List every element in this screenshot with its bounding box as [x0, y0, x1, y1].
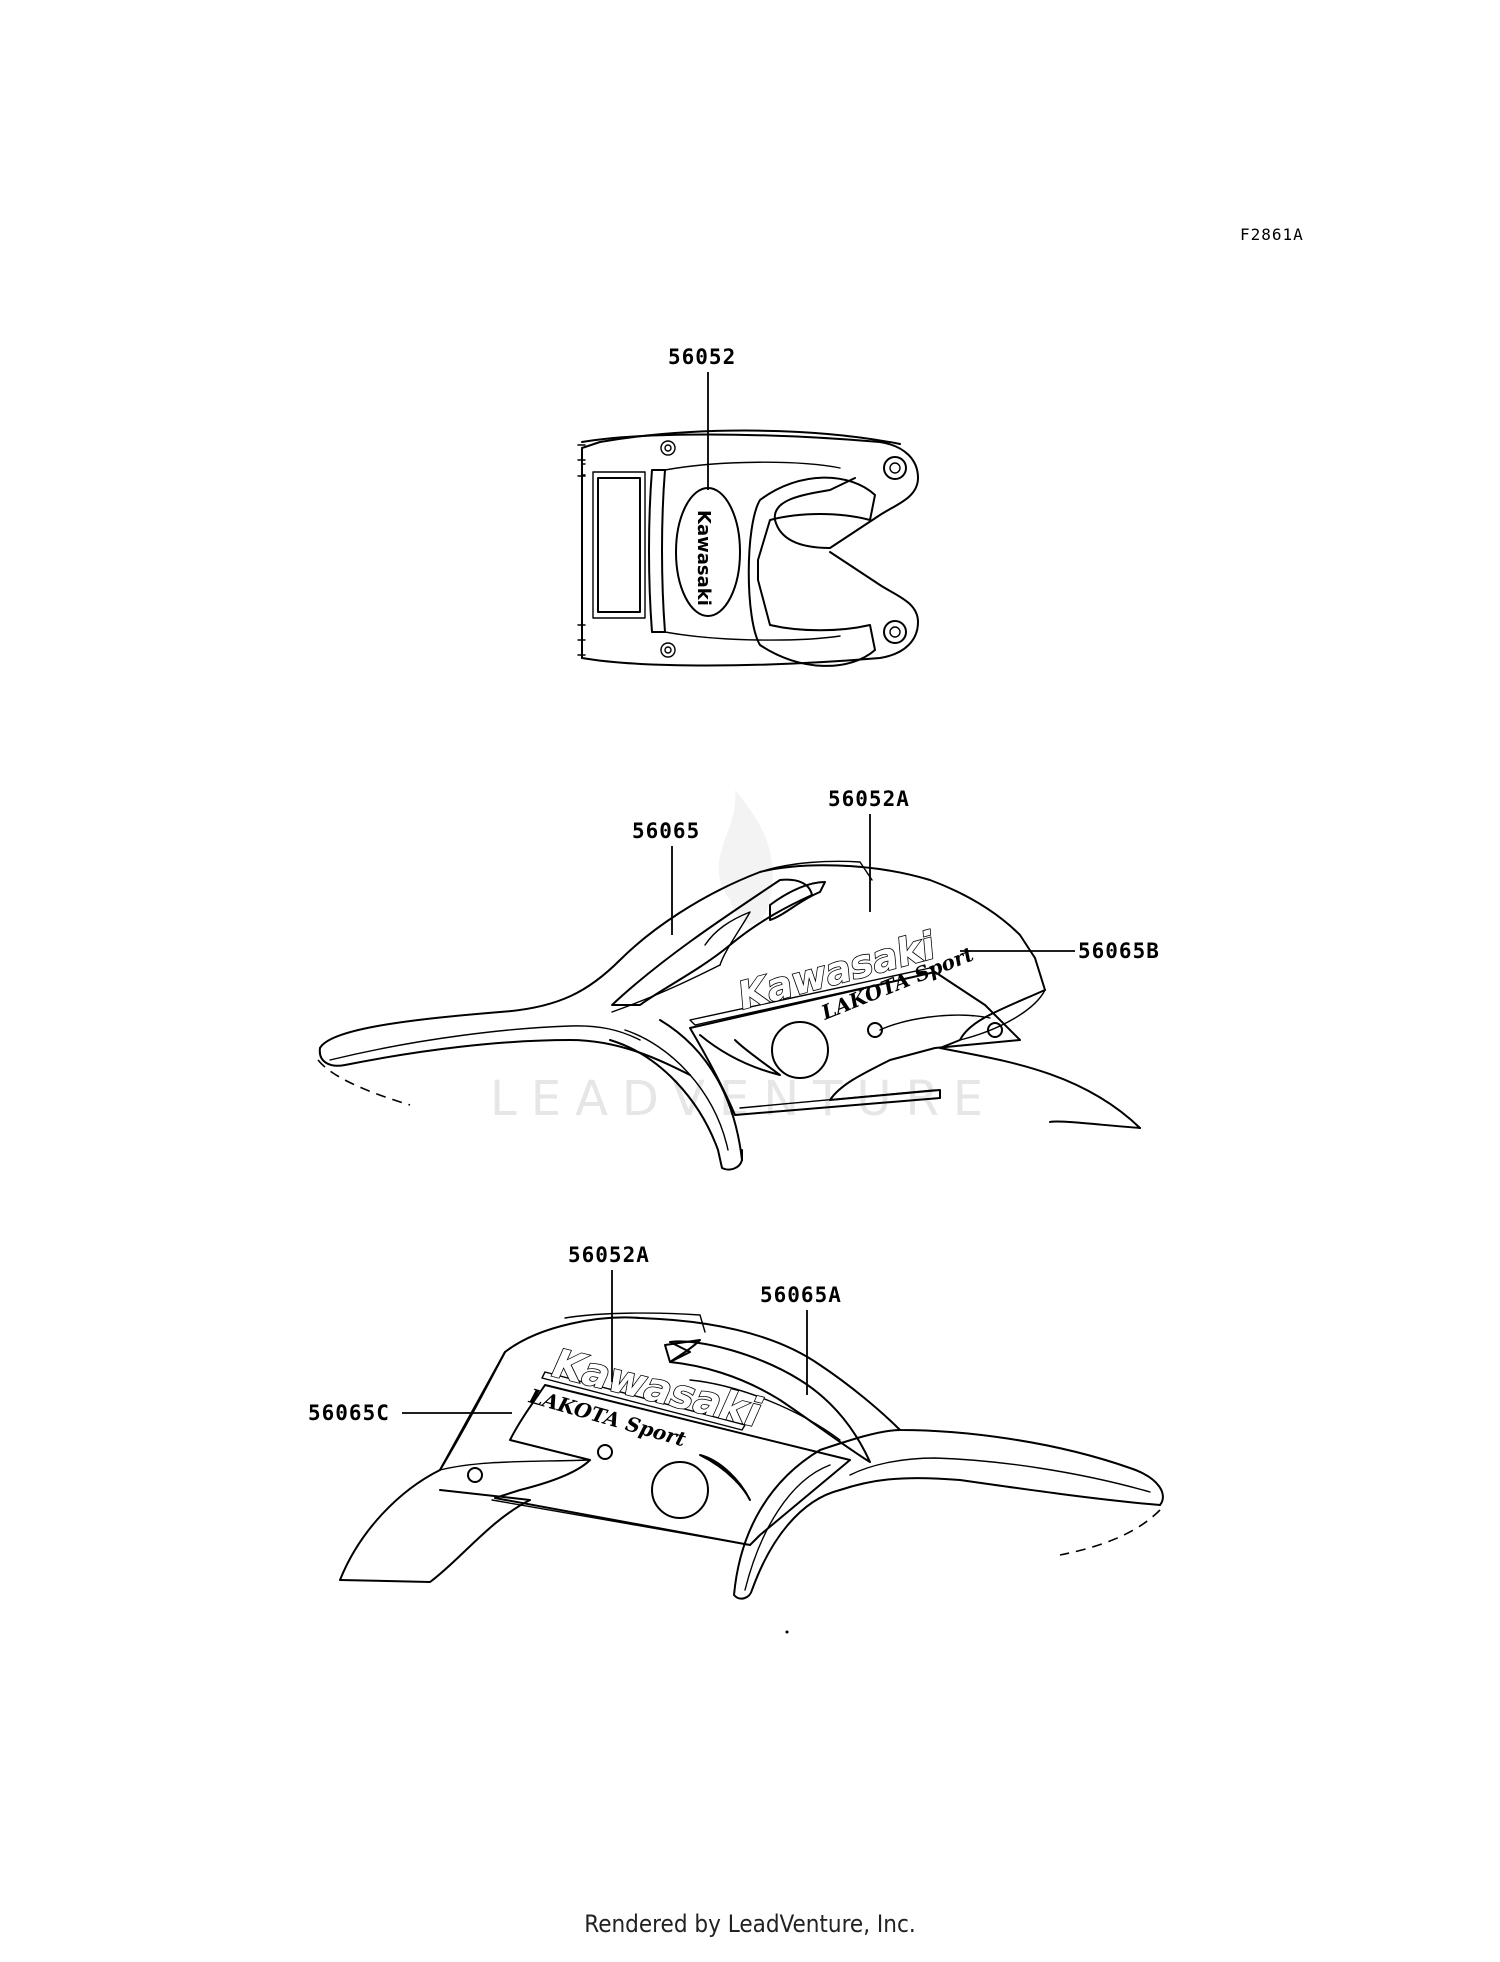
- watermark: LEADVENTURE: [490, 1071, 997, 1127]
- fender-right-view: Kawasaki LAKOTA Sport: [339, 1312, 1164, 1634]
- emblem-logo-text: Kawasaki: [693, 510, 714, 606]
- rack-emblem-part: Kawasaki: [577, 429, 919, 667]
- fender-left-large-hole: [771, 1021, 829, 1079]
- callout-56052A-bot[interactable]: 56052A: [568, 1243, 650, 1267]
- callout-56065C[interactable]: 56065C: [308, 1401, 390, 1425]
- callout-56065A[interactable]: 56065A: [760, 1283, 842, 1307]
- callout-56052[interactable]: 56052: [668, 345, 736, 369]
- fender-right-large-hole: [651, 1461, 709, 1519]
- footer-credit: Rendered by LeadVenture, Inc.: [584, 1910, 916, 1938]
- figure-code: F2861A: [1240, 225, 1304, 244]
- callout-56065B[interactable]: 56065B: [1078, 939, 1160, 963]
- callout-56052A-mid[interactable]: 56052A: [828, 787, 910, 811]
- callout-56065[interactable]: 56065: [632, 819, 700, 843]
- watermark-flame-icon: [718, 790, 773, 925]
